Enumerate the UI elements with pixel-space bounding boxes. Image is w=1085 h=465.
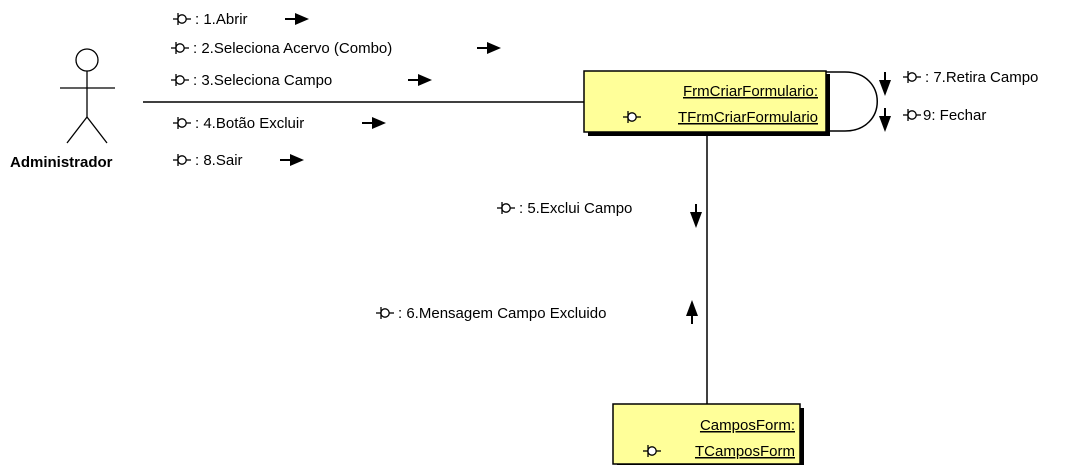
filled-arrow-icon: [878, 71, 892, 97]
actor-name: Administrador: [10, 154, 113, 171]
message-interface-icon: [170, 73, 190, 87]
filled-arrow-icon: [476, 41, 502, 55]
object-class: TCamposForm: [695, 443, 795, 460]
filled-arrow-icon: [685, 299, 699, 325]
message-1-label: 1.Abrir: [203, 11, 247, 28]
svg-text:: 5.Exclui Campo: : 5.Exclui Campo: [519, 200, 632, 217]
message-8[interactable]: : 8.Sair: [172, 152, 305, 169]
filled-arrow-icon: [284, 12, 310, 26]
svg-text:: 8.Sair: : 8.Sair: [195, 152, 243, 169]
svg-text:: 4.Botão Excluir: : 4.Botão Excluir: [195, 115, 304, 132]
message-9[interactable]: 9: Fechar: [902, 107, 986, 124]
message-2-label: 2.Seleciona Acervo (Combo): [201, 40, 392, 57]
object-frmcriarformulario[interactable]: FrmCriarFormulario: TFrmCriarFormulario: [583, 70, 830, 136]
message-8-label: 8.Sair: [203, 152, 242, 169]
message-6[interactable]: : 6.Mensagem Campo Excluido: [375, 299, 699, 325]
message-6-label: 6.Mensagem Campo Excluido: [406, 305, 606, 322]
message-interface-icon: [172, 12, 192, 26]
filled-arrow-icon: [407, 73, 433, 87]
message-interface-icon: [172, 153, 192, 167]
filled-arrow-icon: [689, 203, 703, 229]
message-7[interactable]: : 7.Retira Campo: [902, 69, 1038, 86]
message-4-label: 4.Botão Excluir: [203, 115, 304, 132]
svg-text:9: Fechar: 9: Fechar: [923, 107, 986, 124]
message-5[interactable]: : 5.Exclui Campo: [496, 200, 703, 229]
message-3[interactable]: : 3.Seleciona Campo: [170, 72, 433, 89]
message-interface-icon: [172, 116, 192, 130]
object-name: CamposForm:: [700, 417, 795, 434]
svg-text:: 1.Abrir: : 1.Abrir: [195, 11, 248, 28]
message-1[interactable]: : 1.Abrir: [172, 11, 310, 28]
actor-figure[interactable]: [60, 48, 115, 144]
object-name: FrmCriarFormulario:: [683, 83, 818, 100]
svg-text:: 3.Seleciona Campo: : 3.Seleciona Campo: [193, 72, 332, 89]
message-interface-icon: [902, 108, 922, 122]
svg-text:: 6.Mensagem Campo Excluido: : 6.Mensagem Campo Excluido: [398, 305, 606, 322]
message-9-label: 9: Fechar: [923, 107, 986, 124]
message-5-label: 5.Exclui Campo: [527, 200, 632, 217]
svg-text:: 2.Seleciona Acervo (Combo): : 2.Seleciona Acervo (Combo): [193, 40, 392, 57]
message-7-label: 7.Retira Campo: [933, 69, 1038, 86]
message-interface-icon: [902, 70, 922, 84]
filled-arrow-icon: [279, 153, 305, 167]
message-4[interactable]: : 4.Botão Excluir: [172, 115, 387, 132]
message-3-label: 3.Seleciona Campo: [201, 72, 332, 89]
message-interface-icon: [375, 306, 395, 320]
message-2[interactable]: : 2.Seleciona Acervo (Combo): [170, 40, 502, 57]
message-interface-icon: [170, 41, 190, 55]
filled-arrow-icon: [361, 116, 387, 130]
svg-text:: 7.Retira Campo: : 7.Retira Campo: [925, 69, 1038, 86]
self-link: [826, 71, 878, 132]
object-camposform[interactable]: CamposForm: TCamposForm: [612, 403, 804, 465]
object-class: TFrmCriarFormulario: [678, 109, 818, 126]
filled-arrow-icon: [878, 107, 892, 133]
message-interface-icon: [496, 201, 516, 215]
